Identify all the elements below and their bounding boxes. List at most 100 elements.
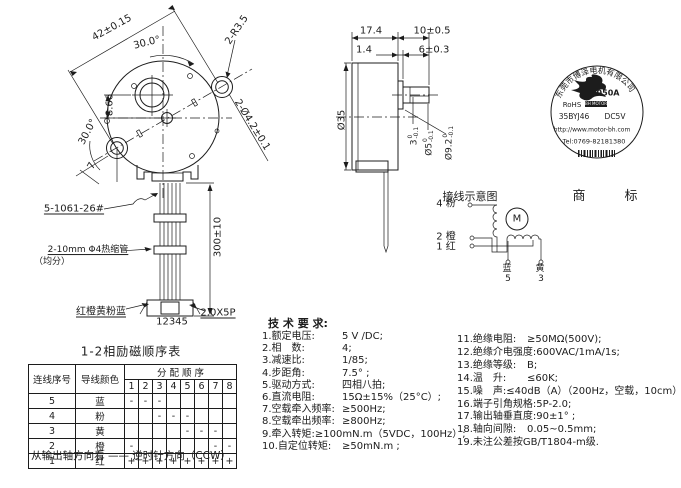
label-pin-numbers: 12345: [156, 316, 188, 328]
tech-label: 4.步距角:: [262, 367, 305, 379]
dim-collar: 1.4: [356, 44, 372, 56]
mark: -: [166, 408, 181, 424]
dim-boss-dia-main: Ø9.2: [444, 138, 455, 161]
schematic-title: 接线示意图: [442, 189, 498, 203]
mark: [124, 408, 139, 424]
tech-value: 四相八拍;: [342, 379, 386, 391]
step-3: 3: [152, 379, 167, 394]
terminal-1-red: 1 红: [436, 241, 456, 253]
wire-color: 粉: [75, 408, 125, 424]
telephone: Tel:0769-82181380: [562, 137, 626, 146]
mark: -: [152, 393, 167, 409]
tech-label: 11.绝缘电阻:: [457, 334, 517, 345]
label-wire-spec: 5-1061-26#: [43, 203, 105, 215]
tech-value: ≥500Hz;: [342, 404, 386, 416]
trademark-char-2: 标: [624, 188, 638, 204]
tech-label: 16.端子引角规格:: [457, 398, 537, 410]
dim-shaft-total: 10±0.5: [413, 25, 451, 37]
tech-value: ≥800Hz;: [342, 416, 386, 428]
step-2: 2: [138, 379, 153, 394]
step-6: 6: [194, 379, 209, 394]
tech-label: 15.噪 声:≤40dB（A）（200Hz，空载，10cm）;: [457, 385, 681, 397]
tech-item: 5.驱动方式: 四相八拍;: [262, 380, 460, 392]
dim-shaft-flat-main: 3: [409, 139, 420, 146]
dim-body-diameter: Ø35: [336, 109, 348, 131]
mark: -: [194, 423, 209, 439]
wire-number: 3: [28, 423, 76, 439]
tech-label: 13.绝缘等级:: [457, 359, 517, 371]
tech-label: 1.额定电压:: [262, 331, 315, 342]
side-view: [336, 32, 447, 254]
tech-item: 10.自定位转矩:≥50mN.m ;: [262, 441, 460, 453]
tech-value: ≥50MΩ(500V);: [527, 334, 602, 345]
wiring-schematic: [467, 202, 544, 265]
rohs-mark: RoHS: [562, 101, 582, 110]
tech-value: 0.05~0.5mm;: [527, 424, 597, 436]
mark: [194, 393, 209, 409]
mark: -: [180, 423, 195, 439]
dim-shaft-offset: 8.66: [104, 93, 116, 117]
table-footer-note: 从输出轴方向看 —— 逆时针方向（CCW）: [31, 450, 231, 463]
tech-item: 3.减速比:1/85;: [262, 355, 460, 367]
tech-label: 7.空载牵入频率:: [262, 404, 335, 416]
table-row: 4 粉 - - -: [28, 408, 237, 424]
rated-voltage: DC5V: [604, 111, 626, 121]
tech-value: 5P-2.0;: [536, 398, 572, 410]
tech-item: 7.空载牵入频率: ≥500Hz;: [262, 404, 460, 416]
tech-item: 13.绝缘等级: B;: [457, 360, 679, 373]
label-connector-pitch: 2.0X5P: [200, 307, 236, 319]
terminal-blue-label: 蓝: [502, 264, 512, 275]
model-number: 35BYJ46: [558, 111, 590, 121]
step-8: 8: [222, 379, 237, 394]
tech-item: 12.绝缘介电强度:600VAC/1mA/1s;: [457, 347, 679, 360]
tech-item: 14.温 升:≤60K;: [457, 373, 679, 386]
tech-value: 90±1° ;: [536, 411, 576, 423]
logo-bar: [585, 101, 607, 107]
terminal-blue-number: 5: [505, 274, 511, 285]
mark: [222, 408, 237, 424]
tech-value: B;: [527, 359, 538, 371]
tech-label: 5.驱动方式:: [262, 379, 315, 391]
tech-label: 6.直流电阻:: [262, 392, 315, 404]
mark: +: [222, 453, 237, 469]
tech-item: 11.绝缘电阻: ≥50MΩ(500V);: [457, 334, 679, 347]
tech-item: 15.噪 声:≤40dB（A）（200Hz，空载，10cm）;: [457, 385, 681, 399]
tech-value: 15Ω±15%（25°C）;: [342, 392, 442, 404]
mark: [166, 423, 181, 439]
mark: [194, 408, 209, 424]
dim-shaft-dia-main: Ø5: [424, 142, 435, 156]
terminal-yellow-label: 黄: [535, 264, 545, 275]
tech-label: 8.空载牵出频率:: [262, 416, 335, 428]
tech-requirements-left-column: 1.额定电压:5 V /DC; 2.相 数:4; 3.减速比:1/85; 4.步…: [262, 331, 466, 453]
mark: [152, 423, 167, 439]
dim-shaft-length: 6±0.3: [418, 44, 450, 56]
tech-requirements-right-column: 11.绝缘电阻: ≥50MΩ(500V); 12.绝缘介电强度:600VAC/1m…: [457, 334, 681, 450]
tech-item: 9.牵入转矩:≥100mN.m（5VDC，100Hz）;: [262, 429, 466, 441]
step-4: 4: [166, 379, 181, 394]
tech-label: 10.自定位转矩:: [262, 440, 332, 452]
tech-label: 3.减速比:: [262, 355, 305, 367]
tech-item: 4.步距角:7.5° ;: [262, 368, 460, 380]
dim-body-width: 17.4: [359, 25, 383, 37]
tech-item: 19.未注公差按GB/T1804-m级.: [457, 437, 679, 450]
mark: [208, 393, 223, 409]
tech-item: 1.额定电压:5 V /DC;: [262, 331, 460, 343]
tech-requirements-title: 技 术 要 求:: [268, 316, 328, 330]
tech-label: 17.输出轴垂直度:: [457, 411, 537, 423]
step-7: 7: [208, 379, 223, 394]
table-row: 5 蓝 - - -: [28, 393, 237, 409]
header-sequence: 分 配 顺 序: [124, 364, 237, 380]
tech-value: 4;: [342, 343, 352, 355]
step-5: 5: [180, 379, 195, 394]
mark: -: [208, 423, 223, 439]
wire-number: 1: [28, 453, 76, 469]
wire-number: 5: [28, 393, 76, 409]
mark: -: [138, 393, 153, 409]
header-wire-color: 导线颜色: [75, 364, 125, 394]
mark: [166, 393, 181, 409]
mark: [138, 408, 153, 424]
mark: -: [180, 408, 195, 424]
wire-number: 4: [28, 408, 76, 424]
